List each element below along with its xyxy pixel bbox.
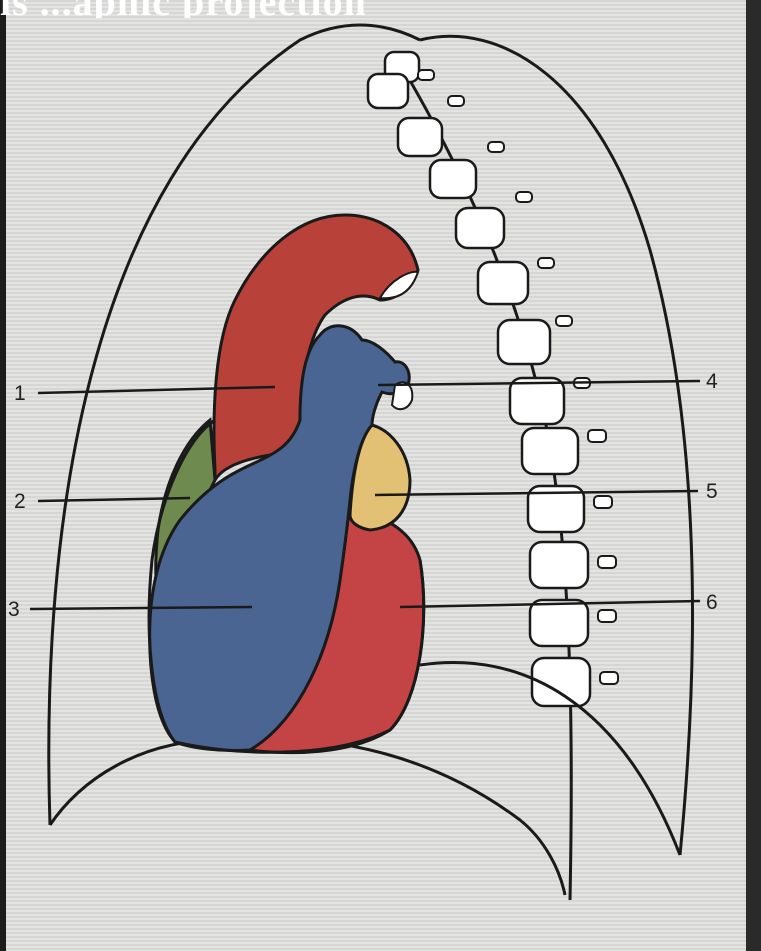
label-6: 6 [706,591,718,614]
label-3: 3 [8,598,20,621]
vertebra [522,428,578,474]
vertebra [398,118,442,156]
pulmonary-notch [392,382,412,409]
vertebra [510,378,564,424]
vertebra [368,74,408,108]
vertebra [430,160,476,198]
label-1: 1 [14,382,26,405]
vertebra [478,262,528,304]
label-2: 2 [14,490,26,513]
vertebra [456,208,504,248]
spine-line [395,55,571,900]
label-5: 5 [706,480,718,503]
vertebra [498,320,550,364]
vertebra [530,542,588,588]
left-diaphragm [50,738,565,895]
vertebra [530,600,588,646]
label-4: 4 [706,370,718,393]
